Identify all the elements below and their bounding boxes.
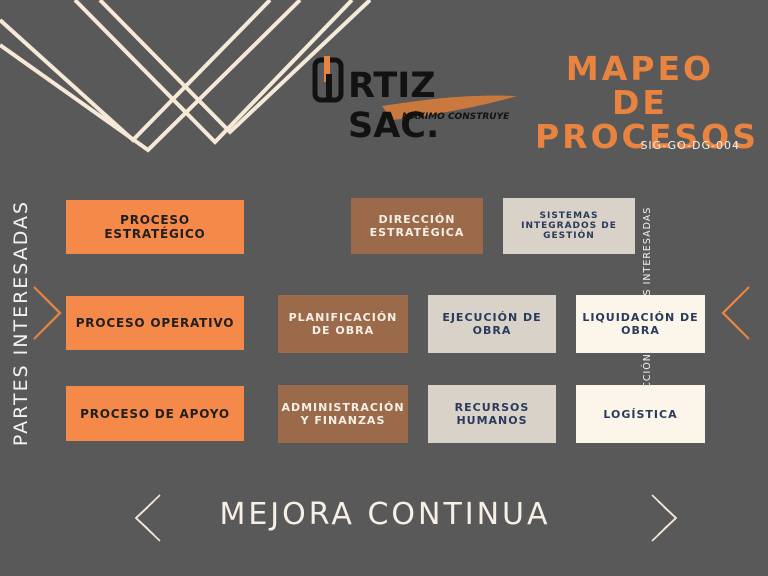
category-operative: PROCESO OPERATIVO	[66, 296, 244, 350]
logo-tagline: MÁXIMO CONSTRUYE	[402, 112, 510, 122]
category-strategic: PROCESO ESTRATÉGICO	[66, 200, 244, 254]
footer-chevron-right-icon	[651, 494, 678, 542]
process-logistica: LOGÍSTICA	[576, 385, 705, 443]
document-code: SIG-GO-DG-004	[640, 139, 740, 152]
logo-brand-text: RTIZ SAC.	[348, 66, 440, 146]
process-ejecucion-obra: EJECUCIÓN DE OBRA	[428, 295, 556, 353]
chevron-left-icon	[721, 286, 750, 340]
footer-mejora-continua: MEJORA CONTINUA	[219, 497, 551, 532]
process-direccion-estrategica: DIRECCIÓN ESTRATÉGICA	[351, 198, 483, 254]
process-administracion-finanzas: ADMINISTRACIÓN Y FINANZAS	[278, 385, 408, 443]
company-logo: RTIZ SAC. MÁXIMO CONSTRUYE	[312, 52, 527, 146]
process-sistemas-integrados: SISTEMAS INTEGRADOS DE GESTIÓN	[503, 198, 635, 254]
category-support: PROCESO DE APOYO	[66, 386, 244, 441]
footer-chevron-left-icon	[134, 494, 161, 542]
chevron-right-icon	[33, 286, 62, 340]
logo-mark-icon	[312, 56, 517, 120]
title-line-1: MAPEO DE	[565, 49, 715, 122]
page-title: MAPEO DE PROCESOS	[535, 49, 759, 156]
process-recursos-humanos: RECURSOS HUMANOS	[428, 385, 556, 443]
decorative-chevron-lines	[0, 0, 372, 153]
process-liquidacion-obra: LIQUIDACIÓN DE OBRA	[576, 295, 705, 353]
process-planificacion-obra: PLANIFICACIÓN DE OBRA	[278, 295, 408, 353]
title-line-2: PROCESOS	[535, 117, 759, 156]
